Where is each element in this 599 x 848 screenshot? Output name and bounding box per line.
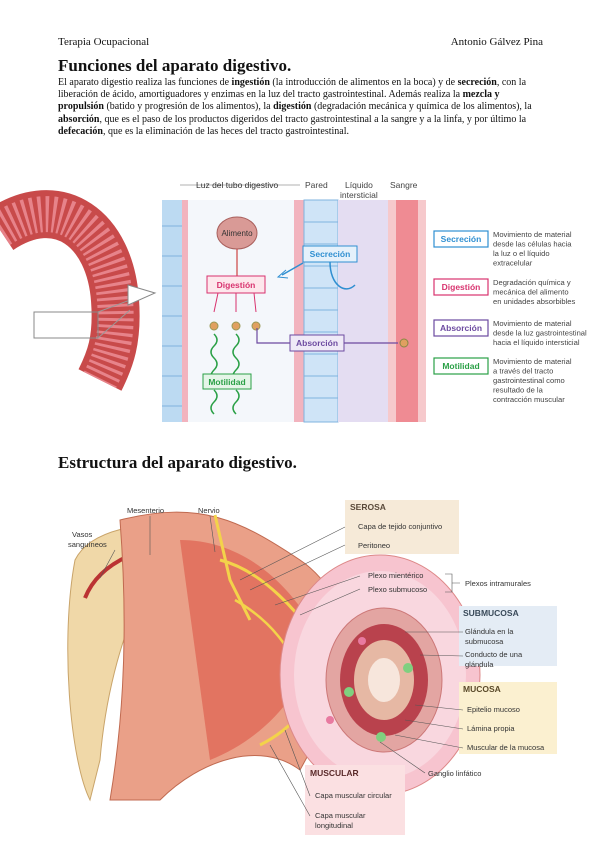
legend-desc-motility: contracción muscular [493,395,565,404]
serosa-header: SEROSA [350,502,386,512]
mesentery-label: Mesenterio [127,506,164,515]
zone-interstitial-label-2: intersticial [340,190,378,200]
vessels-label-2: sanguíneos [68,540,107,549]
muscular-panel [305,765,405,835]
gland-label: Glándula en la [465,627,514,636]
mucosa-header: MUCOSA [463,684,501,694]
legend-box-digestion [433,278,489,296]
header-right: Antonio Gálvez Pina [450,36,543,48]
legend-box-secretion [433,230,489,248]
motility-box [202,373,252,390]
vessels-label: Vasos [72,530,93,539]
header-left: Terapia Ocupacional [58,36,150,48]
submucosa-panel [459,606,557,666]
legend-desc-secretion: extracelular [493,259,533,268]
intestine-illustration [0,190,157,391]
mucosa-panel [459,682,557,754]
muscularis-mucosa-label: Muscular de la mucosa [467,743,545,752]
intro-text-run: , que es el paso de los productos digeri… [99,113,527,125]
duct-label: Conducto de una [465,650,523,659]
intro-keyword: secreción [457,77,497,88]
wall-cells [303,199,339,423]
legend-desc-digestion: en unidades absorbibles [493,297,576,306]
nerve-label: Nervio [198,506,220,515]
legend-desc-motility: gastrointestinal como [493,376,565,385]
submucosal-plexus-label: Plexo submucoso [368,585,427,594]
legend-desc-motility: resultado de la [493,386,544,395]
intramural-label: Plexos intramurales [465,579,531,588]
legend-label-absorption: Absorción [440,323,482,333]
zone-interstitial-label: Líquido [345,180,373,190]
legend-desc-secretion: Movimiento de material [493,230,572,239]
connective-label: Capa de tejido conjuntivo [358,522,442,531]
gland-label-2: submucosa [465,637,504,646]
intro-paragraph: El aparato digestio realiza las funcione… [58,77,546,138]
legend-desc-absorption: hacia el líquido intersticial [493,338,580,347]
muscular-header: MUSCULAR [310,768,359,778]
intro-text-run: , que es la eliminación de las heces del… [103,125,350,137]
submucosa-header: SUBMUCOSA [463,608,519,618]
food-label: Alimento [221,229,253,238]
tube-illustration [67,511,481,802]
myenteric-label: Plexo mientérico [368,571,423,580]
lymph-label: Ganglio linfático [428,769,481,778]
secretion-label: Secreción [310,249,351,259]
legend-desc-absorption: desde la luz gastrointestinal [493,329,587,338]
intro-keyword: digestión [273,101,312,113]
intro-text-run: (la introducción de alimentos en la boca… [269,77,458,88]
motility-label: Motilidad [208,377,245,387]
legend-box-motility [433,357,489,375]
intro-text-run: , con la liberación de ácido, amortiguad… [58,77,527,101]
intro-text-run: (batido y progresión de los alimentos), … [103,101,274,113]
zone-blood-label: Sangre [390,180,418,190]
lamina-label: Lámina propia [467,724,515,733]
intro-keyword: mezcla y propulsión [58,89,500,113]
interstitial-area [338,200,388,422]
serosa-panel [345,500,459,554]
legend-desc-motility: Movimiento de material [493,357,572,366]
legend-desc-digestion: Degradación química y [493,278,571,287]
zone-lumen-label: Luz del tubo digestivo [196,180,278,190]
intro-keyword: ingestión [231,77,270,88]
legend-desc-absorption: Movimiento de material [493,319,572,328]
digestion-label: Digestión [217,280,256,290]
epithelium-label: Epitelio mucoso [467,705,520,714]
absorption-label: Absorción [296,338,338,348]
intro-keyword: defecación [58,125,103,137]
section-title-functions: Funciones del aparato digestivo. [58,56,292,75]
legend-label-secretion: Secreción [441,234,482,244]
intro-text-run: (degradación mecánica y química de los a… [311,101,532,113]
duct-label-2: glándula [465,660,494,669]
peritoneum-label: Peritoneo [358,541,390,550]
legend-desc-secretion: desde las células hacia [493,240,572,249]
legend-desc-digestion: mecánica del alimento [493,288,569,297]
longitudinal-label-2: longitudinal [315,821,353,830]
longitudinal-label: Capa muscular [315,811,366,820]
intro-keyword: absorción [58,113,100,125]
legend-desc-secretion: la luz o el líquido [493,249,550,258]
legend-box-absorption [433,319,489,337]
legend-label-digestion: Digestión [442,282,481,292]
legend-label-motility: Motilidad [442,361,479,371]
circular-label: Capa muscular circular [315,791,392,800]
section-title-structure: Estructura del aparato digestivo. [58,453,297,472]
intro-text-run: El aparato digestio realiza las funcione… [58,77,232,88]
legend-desc-motility: a través del tracto [493,367,553,376]
zone-wall-label: Pared [305,180,328,190]
